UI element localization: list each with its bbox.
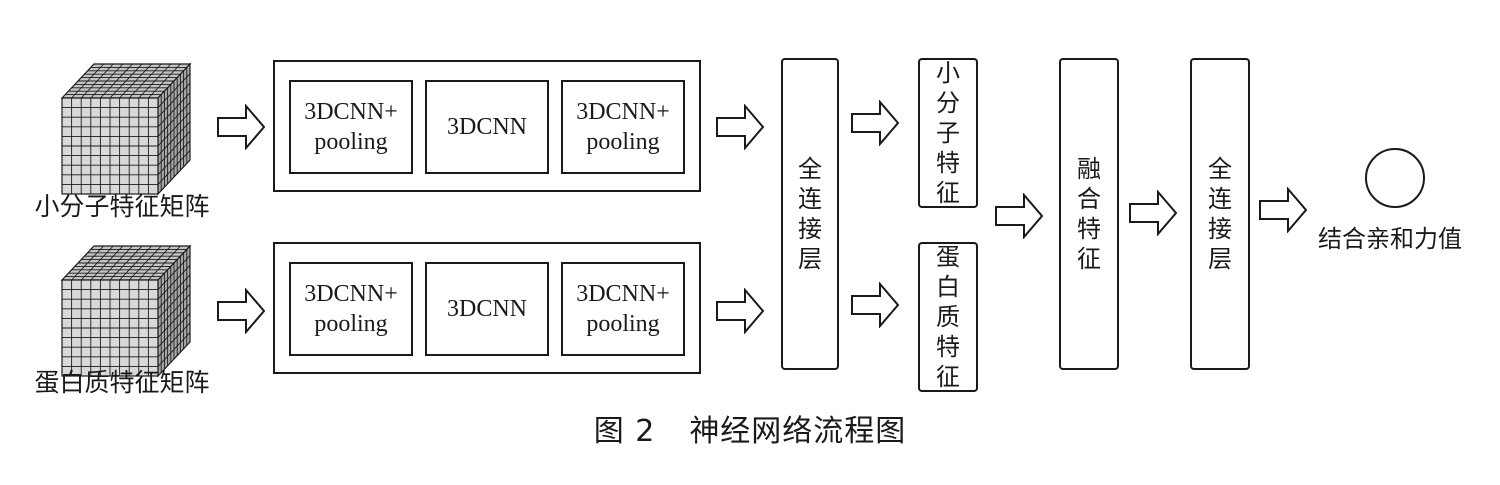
cube-grid-line [157, 121, 191, 156]
cnn-box-line2: pooling [314, 129, 388, 155]
protein-feature-box: 蛋白质特征 [918, 242, 978, 392]
cube-grid-line [157, 332, 191, 367]
cube-grid-line [157, 303, 191, 338]
figure-number: 图 2 [593, 414, 656, 449]
fc-layer-2-label: 全连接层 [1208, 155, 1232, 273]
small-molecule-feature-box: 小分子特征 [918, 58, 978, 208]
arrow-shape [1259, 187, 1308, 233]
cube-grid-line [119, 245, 152, 281]
features-to-fusion-arrow [995, 193, 1044, 239]
protein-feature-label: 蛋白质特征 [936, 243, 960, 391]
cnn-box-line1: 3DCNN+ [576, 281, 670, 307]
cnn-box-line2: pooling [586, 311, 660, 337]
cube-grid-line [148, 245, 181, 281]
fc-to-output-arrow [1259, 187, 1308, 233]
cube-grid-line [128, 63, 162, 99]
binding-affinity-label: 结合亲和力值 [1318, 225, 1462, 253]
cnn-box-line2: pooling [586, 129, 660, 155]
cnn-box-line1: 3DCNN+ [304, 99, 398, 125]
figure-caption: 图 2 神经网络流程图 [0, 412, 1500, 452]
input-arrow-2 [217, 288, 266, 334]
cube-grid-line [157, 111, 191, 147]
arrow-shape [851, 282, 900, 328]
cube-grid-line [157, 293, 191, 329]
cnn-box-line1: 3DCNN [446, 114, 527, 140]
figure-title: 神经网络流程图 [689, 414, 907, 449]
fused-feature-box: 融合特征 [1059, 58, 1119, 370]
arrow-shape [217, 104, 266, 150]
cnn-box: 3DCNN [425, 80, 549, 174]
arrow-shape [217, 288, 266, 334]
cube-grid-line [157, 140, 191, 176]
cnn-box-line1: 3DCNN+ [576, 99, 670, 125]
cube-grid-line [148, 63, 181, 99]
arrow-shape [1129, 190, 1178, 236]
protein-matrix-label: 蛋白质特征矩阵 [34, 368, 210, 397]
cnn-block-protein: 3DCNN+ pooling 3DCNN 3DCNN+ pooling [273, 242, 701, 374]
cube-grid-line [138, 63, 172, 99]
protein-feature-cube [60, 244, 192, 378]
cnn-box-line2: pooling [314, 311, 388, 337]
cnn-box-line1: 3DCNN [446, 296, 527, 322]
small-molecule-feature-cube [60, 62, 192, 196]
fc-layer-1-label: 全连接层 [798, 155, 822, 273]
cube-grid-line [157, 150, 191, 185]
cube-grid-line [119, 63, 152, 99]
cube-grid-line [157, 322, 191, 358]
fc-to-protein-feature-arrow [851, 282, 900, 328]
arrow-shape [716, 288, 765, 334]
fully-connected-layer-2: 全连接层 [1190, 58, 1250, 370]
small-molecule-feature-label: 小分子特征 [936, 59, 960, 207]
small-molecule-matrix-label: 小分子特征矩阵 [34, 192, 210, 221]
fc-to-small-feature-arrow [851, 100, 900, 146]
cube-grid-line [138, 245, 172, 281]
cnn-block-small-molecule: 3DCNN+ pooling 3DCNN 3DCNN+ pooling [273, 60, 701, 192]
fusion-to-fc-arrow [1129, 190, 1178, 236]
arrow-shape [716, 104, 765, 150]
cnn-pooling-box: 3DCNN+ pooling [561, 80, 685, 174]
output-node [1365, 148, 1425, 208]
arrow-shape [995, 193, 1044, 239]
cnn-to-fc-arrow-1 [716, 104, 765, 150]
fused-feature-label: 融合特征 [1077, 155, 1101, 273]
cnn-pooling-box: 3DCNN+ pooling [289, 80, 413, 174]
cnn-box-line1: 3DCNN+ [304, 281, 398, 307]
cnn-pooling-box: 3DCNN+ pooling [289, 262, 413, 356]
cube-grid-line [157, 312, 191, 348]
cnn-pooling-box: 3DCNN+ pooling [561, 262, 685, 356]
cnn-to-fc-arrow-2 [716, 288, 765, 334]
arrow-shape [851, 100, 900, 146]
input-arrow-1 [217, 104, 266, 150]
cube-grid-line [128, 245, 162, 281]
fully-connected-layer-1: 全连接层 [781, 58, 839, 370]
cube-grid-line [157, 130, 191, 166]
cnn-box: 3DCNN [425, 262, 549, 356]
